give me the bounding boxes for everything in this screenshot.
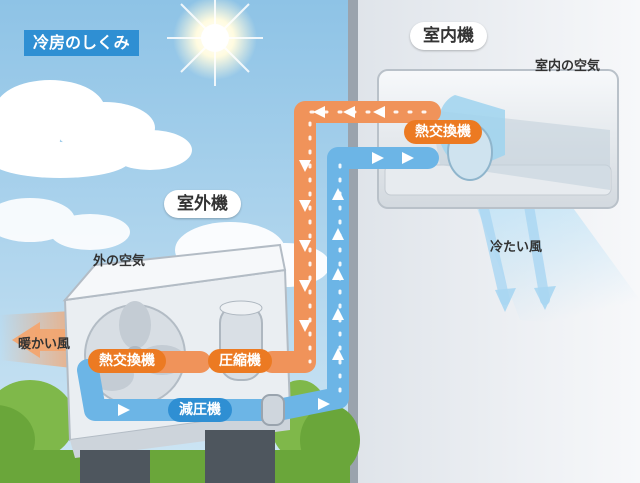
down-arrow-icon bbox=[534, 286, 556, 310]
indoor-unit-label: 室内機 bbox=[410, 22, 487, 50]
outdoor-air-label: 外の空気 bbox=[93, 254, 146, 269]
wall-edge bbox=[348, 0, 358, 483]
left-arrow-icon bbox=[12, 322, 40, 358]
diagram-title: 冷房のしくみ bbox=[24, 30, 139, 56]
warm-air-label: 暖かい風 bbox=[18, 337, 71, 352]
indoor-heat-exchanger-label: 熱交換機 bbox=[404, 120, 482, 144]
down-arrow-icon bbox=[495, 288, 516, 312]
sun-icon bbox=[167, 0, 263, 86]
cold-air-label: 冷たい風 bbox=[490, 240, 543, 255]
cloud-icon bbox=[0, 80, 192, 178]
flow-arrow-icon bbox=[118, 106, 414, 416]
outdoor-unit-label: 室外機 bbox=[164, 190, 241, 218]
indoor-air-label: 室内の空気 bbox=[535, 59, 601, 74]
cold-air-arrows bbox=[477, 195, 550, 305]
compressor-label: 圧縮機 bbox=[208, 349, 272, 373]
cloud-icon bbox=[0, 198, 130, 250]
outdoor-heat-exchanger-label: 熱交換機 bbox=[88, 349, 166, 373]
cold-refrigerant-pipe bbox=[77, 147, 439, 421]
expansion-valve-label: 減圧機 bbox=[168, 398, 232, 422]
tree-icon bbox=[0, 380, 360, 483]
expansion-valve-body bbox=[261, 394, 285, 426]
